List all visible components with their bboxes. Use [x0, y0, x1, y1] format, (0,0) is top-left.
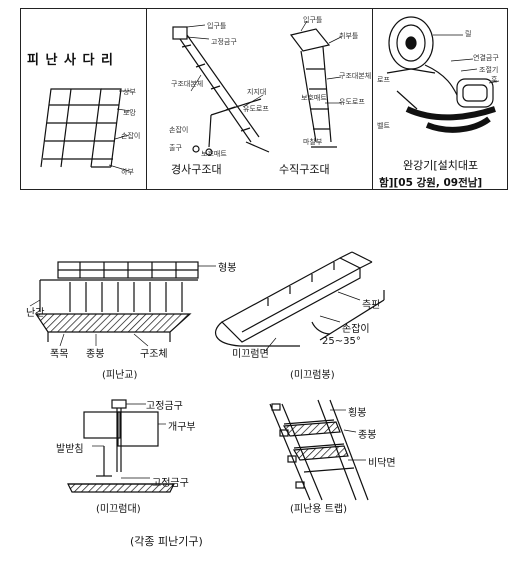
- chute-label: 유도로프: [339, 98, 365, 106]
- descender-drawing: [386, 16, 500, 133]
- chute-label: 출구: [169, 144, 182, 152]
- pole-label-bottom: 고정금구: [152, 478, 189, 489]
- descender-label: 릴: [465, 30, 472, 38]
- caption-descender-2: 함][05 강원, 09전남]: [379, 177, 483, 189]
- descender-label: 로프: [377, 76, 390, 84]
- slide-label-angle: 25~35°: [322, 336, 361, 347]
- chute-label: 구조대본체: [171, 80, 204, 88]
- chute-label: 입구틀: [303, 16, 323, 24]
- ladder-title: 피 난 사 다 리: [27, 53, 114, 68]
- bridge-label-left: 난간: [26, 308, 45, 319]
- bridge-label-bottom3: 구조체: [140, 349, 168, 360]
- chute-label: 마찰부: [303, 138, 323, 146]
- caption-vertical-chute: 수직구조대: [279, 163, 330, 176]
- pole-label-top: 고정금구: [146, 401, 183, 412]
- chute-label: 취부틀: [339, 32, 359, 40]
- chute-label: 손잡이: [169, 126, 189, 134]
- pole-label-foot: 발받침: [56, 444, 84, 455]
- chute-label: 보호매트: [301, 94, 327, 102]
- chute-label: 지지대: [247, 88, 267, 96]
- table-divider: [146, 9, 147, 189]
- chute-label: 고정금구: [211, 38, 237, 46]
- caption-pole: (미끄럼대): [96, 504, 141, 515]
- descender-label: 연결금구: [473, 54, 499, 62]
- trap-label-low: 비닥면: [368, 458, 396, 469]
- ladder-drawing: [40, 88, 132, 172]
- ladder-label: 상부: [123, 88, 136, 96]
- equipment-table: 피 난 사 다 리 상부 보강 손잡이 하부: [20, 8, 508, 190]
- pole-label-opening: 개구부: [168, 422, 196, 433]
- descender-label: 훅: [491, 76, 498, 84]
- chute-drawings: [172, 20, 342, 156]
- caption-descender-1: 완강기[설치대포: [403, 159, 479, 172]
- descender-label: 벨트: [377, 122, 390, 130]
- bridge-label-bottom2: 종봉: [86, 349, 105, 360]
- ladder-label: 보강: [123, 109, 136, 117]
- slide-label-surface: 미끄럼면: [232, 349, 269, 360]
- ladder-label: 손잡이: [121, 132, 141, 140]
- bridge-label-bottom1: 폭목: [50, 349, 69, 360]
- slide-label-handle: 손잡이: [342, 324, 370, 335]
- trap-label-mid: 종봉: [358, 430, 377, 441]
- chute-label: 구조대본체: [339, 72, 372, 80]
- descender-label: 조절기: [479, 66, 499, 74]
- caption-bridge: (피난교): [102, 370, 138, 381]
- caption-slide: (미끄럼봉): [290, 370, 335, 381]
- chute-label: 유도로프: [243, 105, 269, 113]
- caption-trap: (피난용 트랩): [290, 504, 347, 515]
- bridge-label-top: 형봉: [218, 263, 237, 274]
- slide-label-side: 측판: [362, 300, 381, 311]
- chute-label: 보호매트: [201, 150, 227, 158]
- caption-inclined-chute: 경사구조대: [171, 163, 222, 176]
- chute-label: 입구틀: [207, 22, 227, 30]
- trap-label-top: 횡봉: [348, 408, 367, 419]
- bottom-caption: (각종 피난기구): [130, 535, 203, 548]
- table-divider: [372, 9, 373, 189]
- ladder-label: 하부: [121, 168, 134, 176]
